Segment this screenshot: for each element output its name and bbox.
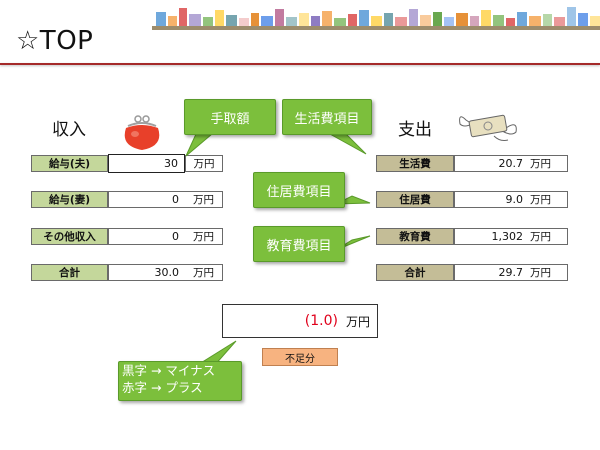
- callout-education-items: 教育費項目: [253, 226, 345, 262]
- legend-text: 黒字 → マイナス 赤字 → プラス: [122, 362, 215, 396]
- income-total-unit: 万円: [185, 264, 223, 281]
- expense-total-value: 29.7: [454, 264, 526, 281]
- expense-label-education: 教育費: [376, 228, 454, 245]
- expense-education-unit: 万円: [526, 228, 568, 245]
- income-label-total: 合計: [31, 264, 108, 281]
- expense-label-total: 合計: [376, 264, 454, 281]
- income-heading: 収入: [52, 120, 86, 140]
- expense-living-unit: 万円: [526, 155, 568, 172]
- income-other-input[interactable]: 0: [108, 228, 185, 245]
- legend-line-deficit: 赤字 → プラス: [122, 380, 203, 395]
- expense-living-value: 20.7: [454, 155, 526, 172]
- expense-housing-unit: 万円: [526, 191, 568, 208]
- callout-living-items: 生活費項目: [282, 99, 372, 135]
- shortage-badge: 不足分: [262, 348, 338, 366]
- income-husband-unit: 万円: [185, 155, 223, 172]
- income-label-husband: 給与(夫): [31, 155, 108, 172]
- balance-unit: 万円: [346, 314, 371, 329]
- flying-money-icon: [459, 114, 517, 141]
- city-skyline-icon: [152, 7, 600, 30]
- callout-legend: [118, 361, 242, 401]
- balance-value: (1.0): [304, 313, 338, 329]
- income-wife-input[interactable]: 0: [108, 191, 185, 208]
- income-label-wife: 給与(妻): [31, 191, 108, 208]
- income-wife-unit: 万円: [185, 191, 223, 208]
- expense-housing-value: 9.0: [454, 191, 526, 208]
- expense-education-value: 1,302: [454, 228, 526, 245]
- page-title: ☆TOP: [16, 26, 94, 56]
- expense-label-housing: 住居費: [376, 191, 454, 208]
- balance-box: [222, 304, 378, 338]
- legend-line-surplus: 黒字 → マイナス: [122, 363, 216, 378]
- title-divider: [0, 63, 600, 65]
- expense-heading: 支出: [398, 120, 432, 140]
- callout-housing-items: 住居費項目: [253, 172, 345, 208]
- income-label-other: その他収入: [31, 228, 108, 245]
- income-other-unit: 万円: [185, 228, 223, 245]
- expense-label-living: 生活費: [376, 155, 454, 172]
- expense-total-unit: 万円: [526, 264, 568, 281]
- coin-purse-icon: [124, 115, 160, 150]
- income-total-value: 30.0: [108, 264, 185, 281]
- callout-take-home: 手取額: [184, 99, 276, 135]
- income-husband-input[interactable]: 30: [108, 154, 185, 173]
